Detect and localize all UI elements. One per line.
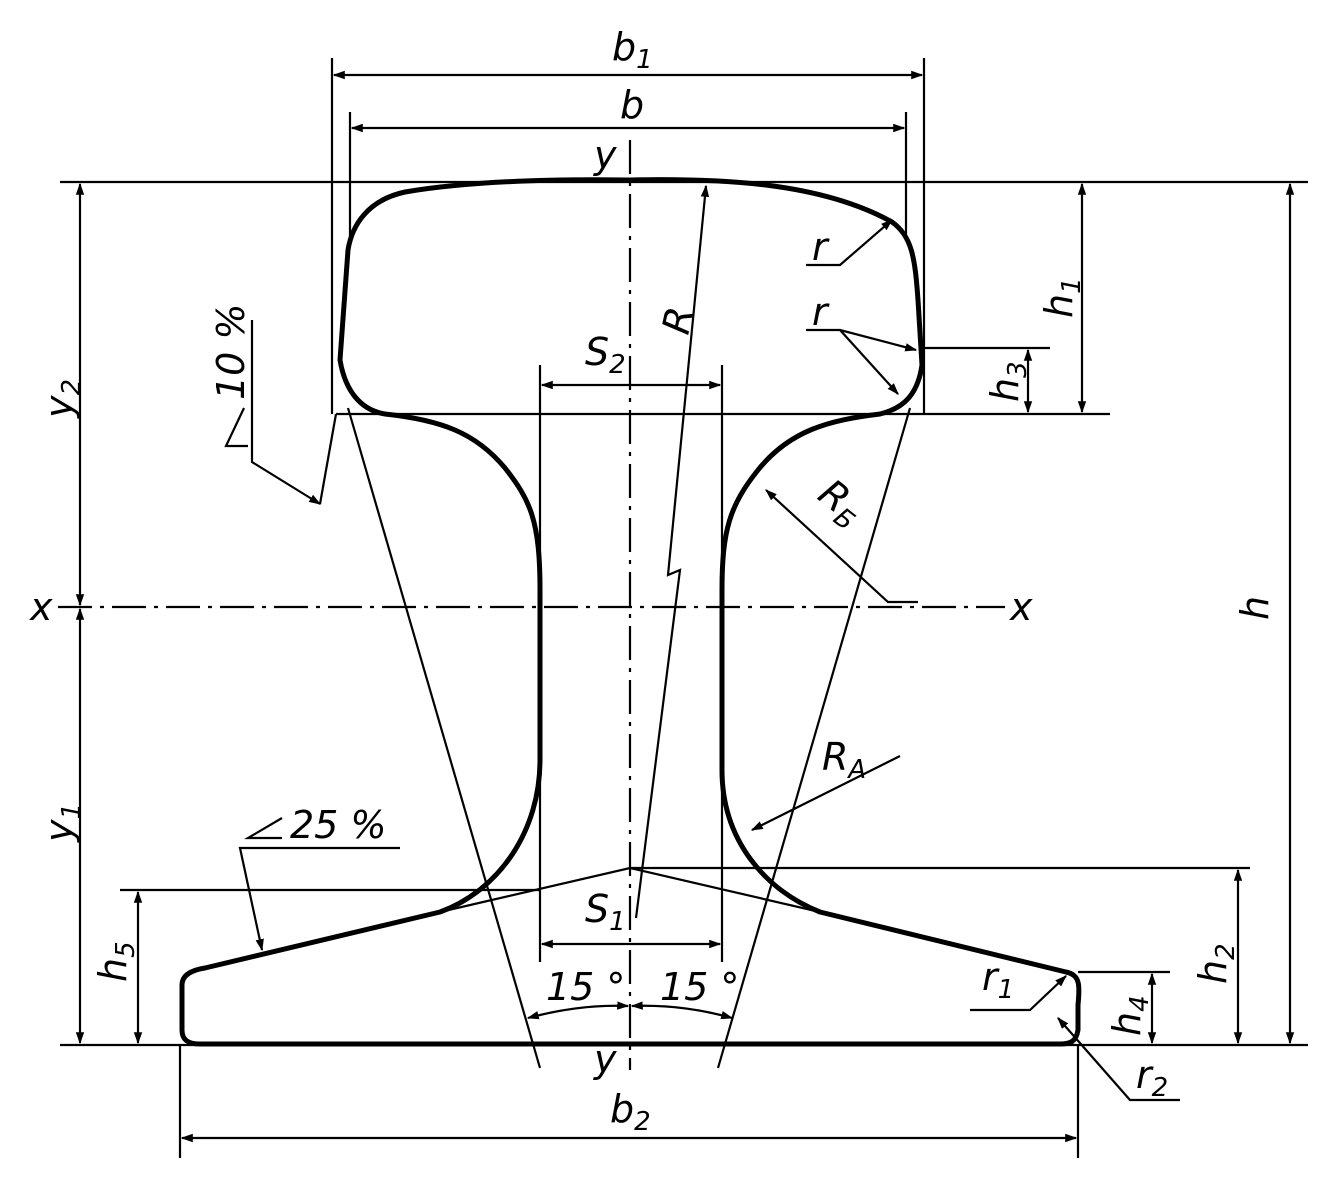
r-top-leader [806, 219, 893, 267]
label-R-a: RA [822, 735, 866, 785]
R-a-leader [750, 755, 901, 831]
R-leader [634, 184, 710, 919]
label-r-mid: r [812, 290, 830, 334]
foot-slope-construction [439, 866, 821, 914]
r2-leader [1057, 1017, 1180, 1102]
label-h: h [1233, 596, 1277, 620]
label-b: b [620, 83, 644, 127]
slope-foot-leader [238, 846, 400, 952]
label-b1: b1 [612, 25, 653, 75]
label-b2: b2 [610, 1087, 651, 1137]
slope-foot-symbol [243, 817, 283, 840]
slope-head-leader [250, 320, 322, 505]
r1-leader [970, 975, 1067, 1012]
label-y2: y2 [37, 379, 87, 419]
angle-arc-left [526, 1001, 630, 1020]
label-x-left: x [29, 585, 53, 629]
construction-line-right [716, 407, 912, 1069]
label-x-right: x [1009, 585, 1033, 629]
label-angle-right: 15 ° [660, 965, 739, 1009]
slope-head-symbol [224, 407, 248, 448]
label-r1: r1 [982, 955, 1014, 1005]
label-y-bottom: y [593, 1037, 617, 1081]
label-h5: h5 [91, 941, 141, 982]
r-mid-leader-2 [839, 329, 899, 395]
label-r-top: r [812, 225, 830, 269]
label-h3: h3 [983, 361, 1033, 402]
label-y1: y1 [37, 803, 87, 843]
angle-arc-right [630, 1001, 734, 1020]
label-S2: S2 [585, 330, 626, 380]
R-b-leader [765, 489, 918, 604]
construction-line-left [346, 407, 542, 1069]
label-slope-foot: 25 % [290, 803, 387, 847]
label-h4: h4 [1105, 995, 1155, 1036]
label-h2: h2 [1191, 943, 1241, 984]
label-slope-head: 10 % [209, 303, 253, 400]
label-h1: h1 [1037, 277, 1087, 318]
label-r2: r2 [1136, 1053, 1168, 1103]
label-S1: S1 [585, 887, 626, 937]
label-angle-left: 15 ° [546, 965, 625, 1009]
slope-head-line [318, 413, 338, 505]
label-R-b: RБ [807, 470, 873, 537]
label-y-top: y [593, 133, 617, 177]
